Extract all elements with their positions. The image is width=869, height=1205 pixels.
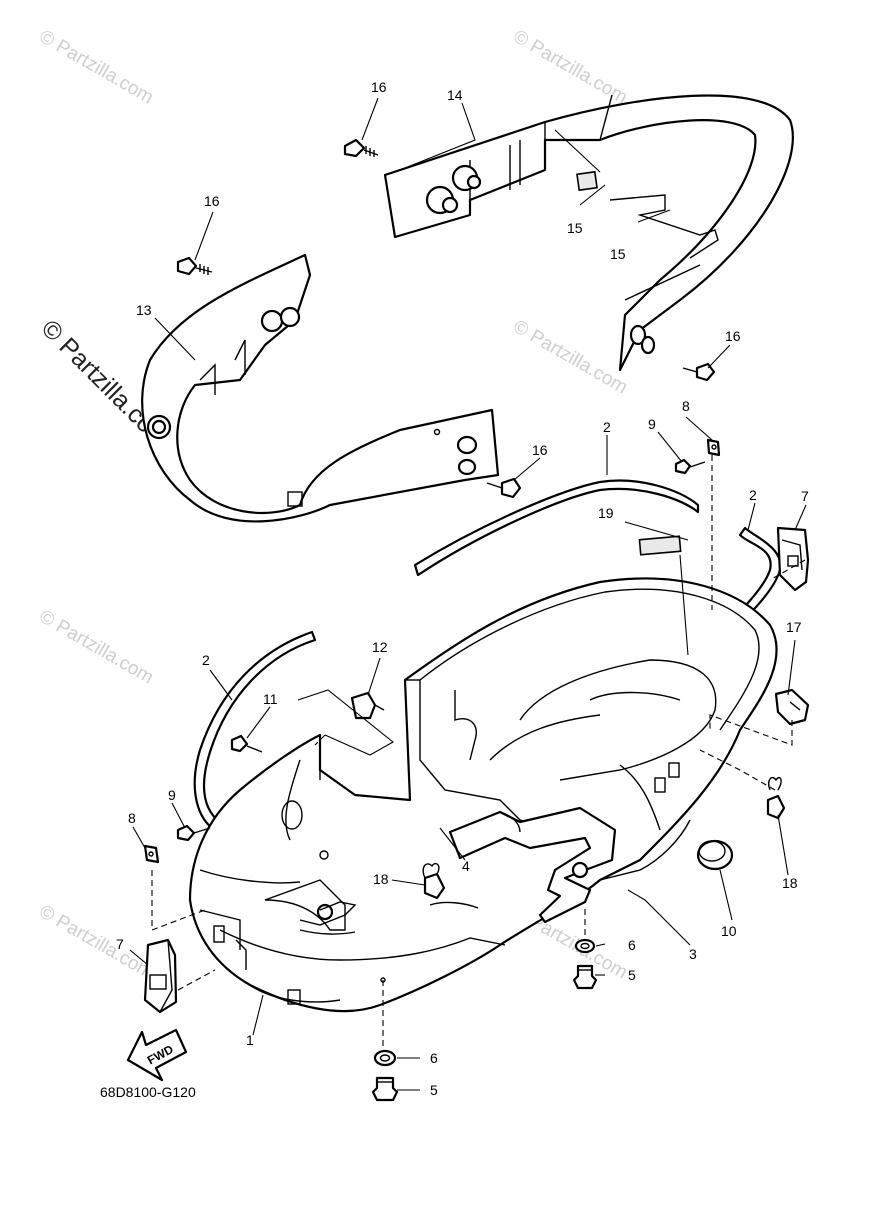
callout-17: 17: [786, 619, 802, 635]
callout-3: 3: [689, 946, 697, 962]
callout-2: 2: [603, 419, 611, 435]
part-18-clip-right: [766, 776, 786, 820]
callout-13: 13: [136, 302, 152, 318]
callout-16: 16: [532, 442, 548, 458]
part-11-screw: [230, 734, 263, 753]
leader-lines: [129, 97, 807, 1091]
callout-10: 10: [721, 923, 737, 939]
part-8-plate-right: [706, 438, 721, 457]
watermark-top-left: © Partzilla.com: [36, 26, 157, 108]
callout-14: 14: [447, 87, 463, 103]
part-18-clip-left: [422, 862, 446, 900]
seal-strip-2-top: [413, 479, 700, 577]
callout-6: 6: [628, 937, 636, 953]
callout-9: 9: [168, 787, 176, 803]
callout-18: 18: [782, 875, 798, 891]
part-7-lever-left: [143, 938, 178, 1014]
callout-11: 11: [263, 691, 278, 707]
callout-8: 8: [128, 810, 136, 826]
callout-9: 9: [648, 416, 656, 432]
callout-8: 8: [682, 398, 690, 414]
part-6-washer-lower: [373, 1049, 397, 1067]
part-6-washer-upper-hole: [580, 942, 590, 950]
part-7-lever-right: [776, 526, 810, 592]
part-6-washer-lower-hole: [379, 1054, 391, 1062]
part-5-bolt-upper: [572, 964, 598, 990]
callout-1: 1: [246, 1032, 254, 1048]
part-9-screw-left: [176, 824, 211, 842]
callout-2: 2: [749, 487, 757, 503]
callout-2: 2: [202, 652, 210, 668]
part-13-front-bracket: [141, 253, 500, 523]
callout-7: 7: [116, 936, 124, 952]
watermark-mid-right: © Partzilla.com: [510, 316, 631, 398]
part-10-grommet: [696, 839, 734, 871]
fwd-arrow: FWD: [126, 1028, 188, 1082]
bolt-16-c: [682, 362, 716, 382]
callout-12: 12: [372, 639, 388, 655]
part-17-clip: [774, 688, 810, 726]
callout-labels: 16 14 16 15 15 13 16 16 8 9 2 2 7 19 17 …: [116, 79, 809, 1098]
callout-5: 5: [628, 967, 636, 983]
callout-6: 6: [430, 1050, 438, 1066]
part-19-label: [638, 535, 682, 556]
callout-15: 15: [610, 246, 626, 262]
bolt-16-a: [343, 138, 379, 158]
watermark-bottom-left: © Partzilla.com: [36, 901, 157, 983]
callout-19: 19: [598, 505, 614, 521]
part-8-plate-left: [143, 844, 160, 864]
bolt-16-d: [486, 477, 522, 499]
callout-16: 16: [725, 328, 741, 344]
callout-7: 7: [801, 488, 809, 504]
part-6-washer-upper: [574, 938, 596, 954]
diagram-code: 68D8100-G120: [100, 1084, 196, 1100]
callout-15: 15: [567, 220, 583, 236]
watermark-top-right: © Partzilla.com: [510, 26, 631, 108]
part-14-rear-bracket: [383, 94, 794, 372]
callout-4: 4: [462, 858, 470, 874]
callout-18: 18: [373, 871, 389, 887]
part-3-steering-bracket: [299, 806, 617, 926]
part-12-clip: [350, 691, 385, 720]
part-5-bolt-lower: [371, 1076, 399, 1102]
part-9-screw-right: [674, 458, 706, 475]
callout-16: 16: [204, 193, 220, 209]
callout-16: 16: [371, 79, 387, 95]
watermark-lower-left: © Partzilla.com: [36, 606, 157, 688]
callout-5: 5: [430, 1082, 438, 1098]
bolt-16-b: [176, 256, 213, 276]
